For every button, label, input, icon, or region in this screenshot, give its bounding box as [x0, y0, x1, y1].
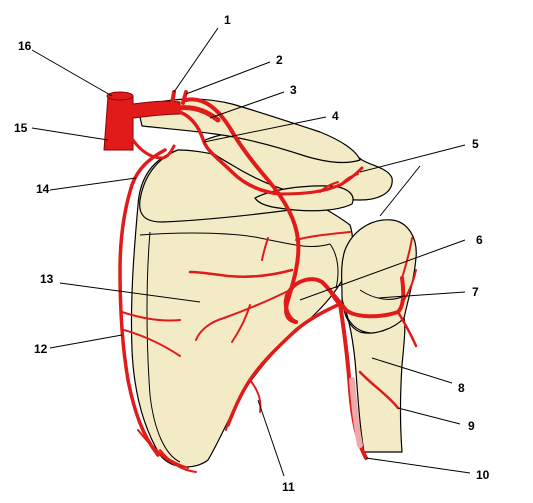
subclavian-artery-trunk	[103, 95, 181, 151]
leader-lines	[31, 27, 471, 477]
circumflex-scapular-twig-1	[225, 394, 243, 431]
label-5: 5	[472, 137, 479, 151]
label-12: 12	[34, 342, 48, 356]
leader-1	[173, 27, 219, 93]
scapula-lateral-border	[146, 231, 181, 463]
leader-3	[209, 91, 285, 119]
leader-8	[371, 357, 453, 384]
label-13: 13	[40, 272, 54, 286]
label-16: 16	[18, 39, 32, 53]
scapula-contour-line	[139, 232, 331, 247]
infraspinous-twig-3	[231, 304, 251, 343]
humeral-neck-line	[359, 289, 405, 300]
leader-11	[257, 399, 285, 477]
leader-10	[365, 457, 471, 474]
arteries	[103, 90, 418, 473]
circumflex-scapular-twig-2	[249, 379, 262, 413]
humeral-twig-2	[403, 269, 417, 301]
humerus-shaft	[341, 299, 406, 453]
leader-6	[299, 239, 466, 301]
number-labels: 1 2 3 4 5 6 7 8 9 10 11 12 13 14 15 16	[14, 13, 490, 494]
leader-13	[59, 282, 201, 303]
leader-15	[31, 127, 109, 141]
suprascapular-small-branch	[131, 138, 176, 160]
leader-7	[377, 291, 466, 299]
label-11: 11	[282, 480, 295, 494]
label-9: 9	[468, 419, 475, 433]
label-3: 3	[290, 83, 297, 97]
infraspinous-branch	[188, 268, 294, 278]
leader-5b	[379, 165, 421, 217]
acromial-twig-2	[319, 181, 339, 193]
leader-16	[31, 49, 113, 97]
glenoid-rim	[329, 243, 339, 289]
label-7: 7	[472, 285, 479, 299]
leader-2	[185, 61, 271, 95]
dorsal-scapular-twig-3	[159, 449, 197, 473]
vertebral-branch	[170, 90, 176, 106]
dorsal-scapular-twig-4	[121, 311, 181, 322]
label-1: 1	[224, 13, 231, 27]
dorsal-scapular-twig-5	[123, 329, 181, 357]
label-4: 4	[332, 109, 339, 123]
clavicle	[137, 98, 361, 164]
circumflex-humeral-continuation	[320, 276, 406, 319]
infraspinous-twig-1	[261, 237, 269, 261]
leader-9	[397, 407, 461, 425]
profunda-brachii-hidden	[349, 377, 363, 448]
label-15: 15	[14, 121, 28, 135]
humeral-branch-8	[396, 310, 418, 348]
humeral-twig	[401, 237, 413, 279]
label-2: 2	[276, 53, 283, 67]
leader-12	[49, 334, 123, 349]
acromial-twig-1	[339, 173, 359, 187]
leader-4	[203, 116, 327, 143]
thyrocervical-branch	[181, 90, 188, 105]
leader-14	[49, 177, 137, 191]
infraspinous-twig-2	[195, 289, 291, 341]
transverse-cervical-artery	[178, 110, 282, 196]
axillary-artery	[175, 105, 221, 123]
aortic-lumen-top	[106, 91, 134, 101]
label-10: 10	[476, 468, 490, 482]
leader-5a	[359, 144, 466, 173]
infraspinous-twig-4	[295, 231, 351, 241]
humeral-branch-9	[358, 370, 400, 410]
label-6: 6	[476, 233, 483, 247]
label-14: 14	[36, 182, 50, 196]
label-8: 8	[458, 381, 465, 395]
bones	[130, 98, 417, 468]
